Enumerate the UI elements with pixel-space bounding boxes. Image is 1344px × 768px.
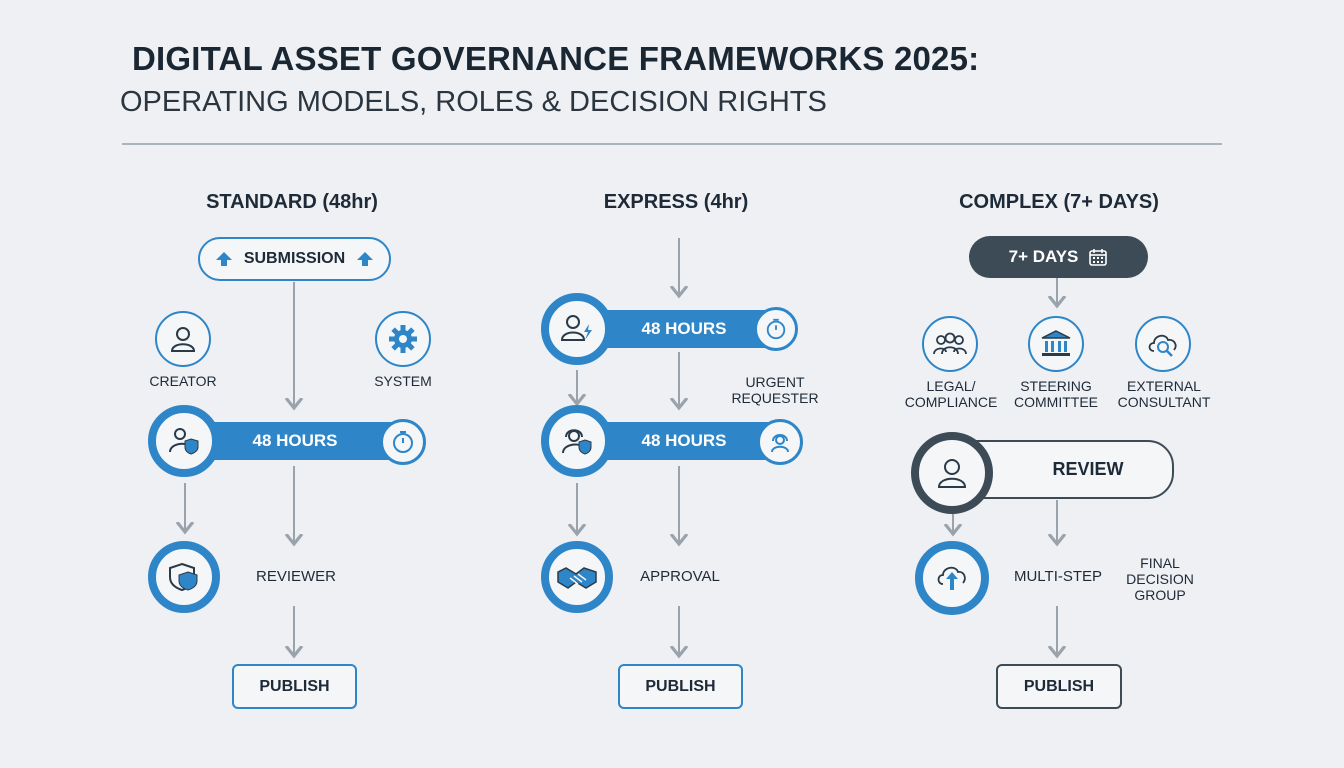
legal-compliance-label: LEGAL/ COMPLIANCE	[895, 378, 1007, 410]
final-line-2: DECISION	[1126, 571, 1194, 587]
creator-avatar[interactable]	[155, 311, 211, 367]
user-icon	[170, 327, 196, 352]
cloud-upload-icon	[937, 566, 966, 590]
handshake-icon	[557, 567, 597, 589]
steering-line-2: COMMITTEE	[1014, 394, 1098, 410]
express-hours-mid-label: 48 HOURS	[641, 431, 727, 450]
institution-icon	[1041, 330, 1071, 356]
group-icon	[933, 332, 967, 355]
express-hours-top-label: 48 HOURS	[641, 319, 727, 338]
user-shield-icon	[169, 428, 199, 455]
headset-shield-icon	[562, 429, 592, 455]
review-avatar	[911, 432, 993, 514]
urgent-line-2: REQUESTER	[731, 390, 819, 406]
multistep-node[interactable]	[915, 541, 989, 615]
upload-arrow-icon	[357, 252, 374, 266]
steering-committee-node[interactable]	[1028, 316, 1084, 372]
legal-line-2: COMPLIANCE	[904, 394, 998, 410]
user-icon	[937, 459, 967, 488]
cloud-search-icon	[1148, 334, 1177, 357]
timer-node	[380, 419, 426, 465]
stopwatch-icon	[766, 318, 786, 340]
steering-line-1: STEERING	[1020, 378, 1092, 394]
system-label: SYSTEM	[374, 373, 432, 389]
upload-arrow-icon	[215, 252, 232, 266]
days-label: 7+ DAYS	[1008, 247, 1079, 266]
timer-node	[754, 307, 798, 351]
urgent-line-1: URGENT	[745, 374, 805, 390]
final-line-3: GROUP	[1134, 587, 1186, 603]
submission-label: SUBMISSION	[243, 250, 346, 267]
publish-label: PUBLISH	[1023, 677, 1095, 695]
publish-label: PUBLISH	[259, 677, 330, 695]
express-title: EXPRESS (4hr)	[603, 191, 749, 213]
stopwatch-icon	[393, 431, 413, 453]
agent-node	[757, 419, 803, 465]
final-line-1: FINAL	[1140, 555, 1180, 571]
calendar-icon	[1089, 249, 1108, 266]
standard-hours-label: 48 HOURS	[252, 431, 338, 450]
complex-title: COMPLEX (7+ DAYS)	[959, 191, 1159, 213]
external-line-2: CONSULTANT	[1117, 394, 1211, 410]
headset-icon	[771, 434, 789, 453]
reviewer-label: REVIEWER	[255, 568, 336, 585]
gear-icon	[389, 325, 417, 353]
standard-publish-button[interactable]: PUBLISH	[232, 664, 357, 709]
creator-label: CREATOR	[149, 373, 217, 389]
external-consultant-node[interactable]	[1135, 316, 1191, 372]
complex-publish-button[interactable]: PUBLISH	[996, 664, 1122, 709]
support-node[interactable]	[541, 405, 613, 477]
header-divider	[122, 143, 1222, 145]
page-subtitle: OPERATING MODELS, ROLES & DECISION RIGHT…	[120, 86, 827, 118]
shield-icon	[169, 562, 198, 592]
urgent-requester-label: URGENT REQUESTER	[716, 374, 834, 406]
external-consultant-label: EXTERNAL CONSULTANT	[1108, 378, 1220, 410]
external-line-1: EXTERNAL	[1127, 378, 1201, 394]
steering-committee-label: STEERING COMMITTEE	[999, 378, 1113, 410]
approval-label: APPROVAL	[640, 568, 720, 585]
multistep-label: MULTI-STEP	[1013, 568, 1103, 585]
express-publish-button[interactable]: PUBLISH	[618, 664, 743, 709]
publish-label: PUBLISH	[645, 677, 716, 695]
legal-line-1: LEGAL/	[926, 378, 976, 394]
standard-reviewer-node[interactable]	[148, 405, 220, 477]
page-title: DIGITAL ASSET GOVERNANCE FRAMEWORKS 2025…	[132, 40, 980, 77]
system-node[interactable]	[375, 311, 431, 367]
review-label: REVIEW	[1052, 459, 1124, 479]
standard-title: STANDARD (48hr)	[206, 191, 378, 213]
reviewer-node[interactable]	[148, 541, 220, 613]
submission-pill[interactable]: SUBMISSION	[198, 237, 391, 281]
legal-compliance-node[interactable]	[922, 316, 978, 372]
days-pill: 7+ DAYS	[969, 236, 1148, 278]
approval-node[interactable]	[541, 541, 613, 613]
user-lightning-icon	[560, 315, 592, 341]
final-decision-group-label: FINAL DECISION GROUP	[1112, 555, 1208, 603]
urgent-requester-node[interactable]	[541, 293, 613, 365]
